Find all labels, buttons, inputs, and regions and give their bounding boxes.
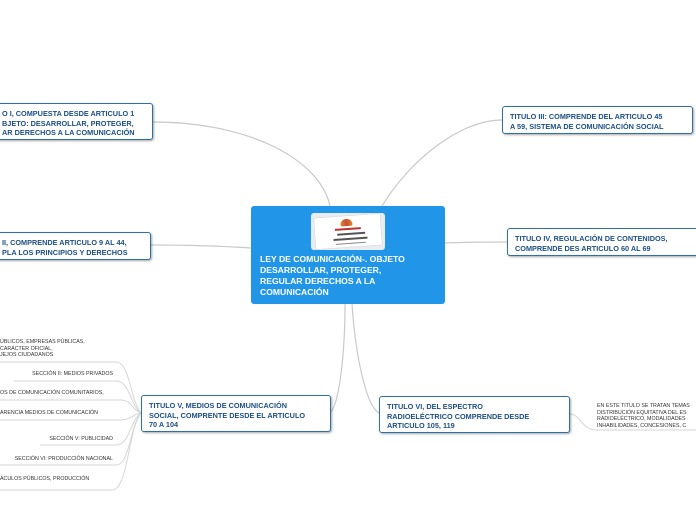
subtopic-medios-comunitarios[interactable]: OS DE COMUNICACIÓN COMUNITARIOS, (0, 390, 104, 396)
connector-titulo-v (330, 303, 346, 413)
connector-titulo-ii (150, 244, 252, 249)
connector-titulo-iii (381, 119, 503, 207)
subtopic-transparencia[interactable]: ARENCIA MEDIOS DE COMUNICACIÓN (0, 410, 99, 416)
connector-sub-1 (0, 361, 142, 414)
connector-titulo-iv (444, 241, 508, 244)
connector-titulo-vi (351, 303, 380, 414)
connector-sub-2 (14, 380, 142, 414)
topic-titulo-ii[interactable]: II, COMPRENDE ARTICULO 9 AL 44, PLA LOS … (0, 232, 151, 260)
subtopic-produccion-nacional[interactable]: SECCIÓN VI: PRODUCCIÓN NACIONAL (14, 456, 113, 462)
ecuador-seal-icon (340, 218, 353, 227)
topic-titulo-vi[interactable]: TITULO VI, DEL ESPECTRO RADIOELÉCTRICO C… (379, 396, 570, 433)
connector-sub-3 (0, 399, 142, 414)
central-topic[interactable]: LEY DE COMUNICACIÓN-. OBJETO DESARROLLAR… (251, 206, 445, 304)
subtopic-espectro-detalle[interactable]: EN ESTE TITULO SE TRATAN TEMAS DISTRIBUC… (597, 403, 690, 429)
law-document-image (311, 213, 385, 250)
connector-titulo-i (152, 121, 331, 207)
subtopic-espectaculos-publicos[interactable]: ÁCULOS PÚBLICOS, PRODUCCIÓN (0, 476, 90, 482)
topic-titulo-i[interactable]: O I, COMPUESTA DESDE ARTICULO 1 BJETO: D… (0, 103, 153, 140)
topic-titulo-v[interactable]: TITULO V, MEDIOS DE COMUNICACIÓN SOCIAL,… (141, 395, 331, 432)
topic-titulo-iii[interactable]: TITULO III: COMPRENDE DEL ARTICULO 45 A … (502, 106, 693, 134)
connector-sub-4 (0, 412, 142, 421)
connector-sub-5 (40, 412, 142, 446)
connector-vi-sub (569, 413, 696, 431)
subtopic-medios-privados[interactable]: SECCIÓN II: MEDIOS PRIVADOS (32, 371, 113, 377)
central-topic-label: LEY DE COMUNICACIÓN-. OBJETO DESARROLLAR… (260, 254, 405, 297)
subtopic-publicidad[interactable]: SECCIÓN V: PUBLICIDAD (49, 436, 113, 442)
subtopic-medios-publicos[interactable]: ÚBLICOS, EMPRESAS PÚBLICAS, CARÁCTER OFI… (0, 339, 85, 358)
topic-titulo-iv[interactable]: TITULO IV, REGULACIÓN DE CONTENIDOS, COM… (507, 228, 696, 256)
connector-sub-7 (0, 412, 142, 491)
